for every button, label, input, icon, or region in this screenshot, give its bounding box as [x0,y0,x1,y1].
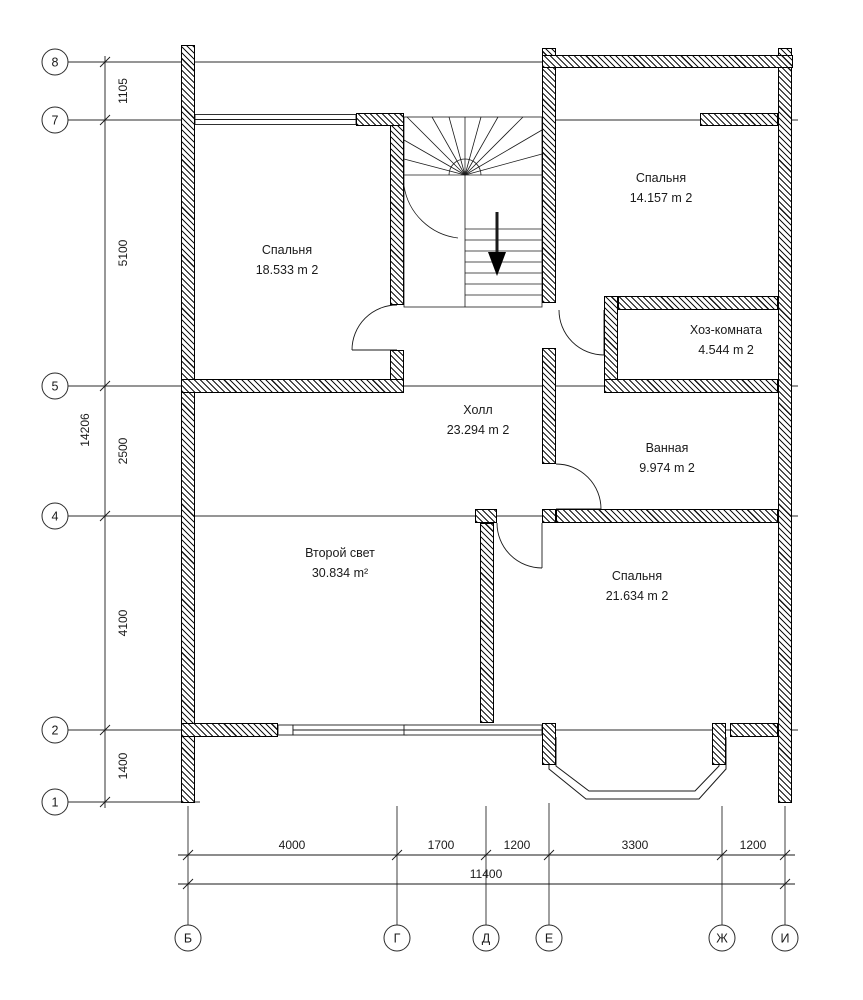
wall-row5-right [604,379,778,393]
room-name: Спальня [611,569,663,583]
wall-right [778,48,792,803]
door-bathroom [555,463,602,510]
axis-marker-col-b: Б [174,924,202,952]
room-name: Хоз-комната [689,323,763,337]
axis-marker-row-4: 4 [41,502,69,530]
axis-label: 2 [51,723,59,737]
room-area: 30.834 m² [311,566,369,580]
room-label-bedroom-1: Спальня 18.533 m 2 [256,240,319,280]
axis-label: 7 [51,113,59,127]
room-name: Спальня [635,171,687,185]
room-area: 23.294 m 2 [446,423,510,437]
dim-left-4100: 4100 [116,609,130,637]
dim-left-1400: 1400 [116,752,130,780]
wall-row2-right [730,723,778,737]
dim-bottom-1700: 1700 [427,838,455,852]
wall-utility-top [618,296,778,310]
door-bedroom-1 [351,304,398,351]
room-name: Второй свет [305,546,375,560]
dim-bottom-1200a: 1200 [503,838,531,852]
wall-left [181,45,195,803]
axis-marker-col-zh: Ж [708,924,736,952]
dim-left-2500: 2500 [116,437,130,465]
dim-left-1105: 1105 [116,78,130,104]
wall-row7-left [356,113,404,126]
wall-row2-left [181,723,278,737]
room-label-secondlight: Второй свет 30.834 m² [305,543,375,583]
axis-label: Е [544,931,554,945]
dim-left-5100: 5100 [116,239,130,267]
wall-center-block [542,509,556,523]
axis-marker-row-8: 8 [41,48,69,76]
axis-label: 5 [51,379,59,393]
axis-marker-row-1: 1 [41,788,69,816]
door-opening-bottom [277,724,294,736]
stair-direction-arrow-icon [488,212,506,276]
axis-marker-col-i: И [771,924,799,952]
axis-label: И [780,931,790,945]
room-name: Ванная [645,441,689,455]
axis-label: Г [393,931,401,945]
room-area: 14.157 m 2 [629,191,693,205]
room-area: 21.634 m 2 [605,589,669,603]
wall-row4-right [556,509,778,523]
dim-bottom-3300: 3300 [621,838,649,852]
window-top [194,114,357,125]
room-label-hall: Холл 23.294 m 2 [447,400,510,440]
axis-marker-row-5: 5 [41,372,69,400]
staircase [403,116,543,308]
bay-window [548,737,727,800]
room-label-bathroom: Ванная 9.974 m 2 [639,438,695,478]
wall-row4-stub [475,509,497,523]
windows [194,114,543,736]
wall-secondlight [480,523,494,723]
axis-label: 4 [51,509,59,523]
axis-marker-row-2: 2 [41,716,69,744]
dim-left-total: 14206 [78,413,92,447]
room-name: Холл [463,403,493,417]
room-label-bedroom-2: Спальня 14.157 m 2 [630,168,693,208]
room-name: Спальня [261,243,313,257]
door-bedroom-3 [496,522,543,569]
room-area: 4.544 m 2 [698,343,754,357]
wall-center-upper [542,48,556,303]
wall-utility-left [604,296,618,393]
dim-bottom-1200b: 1200 [739,838,767,852]
axis-marker-col-g: Г [383,924,411,952]
axis-label: 8 [51,55,59,69]
wall-center-middle [542,348,556,464]
axis-marker-row-7: 7 [41,106,69,134]
window-bottom-left [292,724,408,736]
wall-row7-right [700,113,778,126]
axis-marker-col-e: Е [535,924,563,952]
window-bottom-center [403,724,543,736]
axis-label: Ж [716,931,728,945]
door-utility-room [558,309,605,356]
dim-bottom-4000: 4000 [278,838,306,852]
wall-bay-stub-right [712,723,726,765]
room-label-utility: Хоз-комната 4.544 m 2 [690,320,762,360]
wall-bay-stub-left [542,723,556,765]
room-area: 9.974 m 2 [639,461,695,475]
dimension-lines [99,56,795,890]
wall-stair-left-upper [390,113,404,305]
axis-marker-col-d: Д [472,924,500,952]
wall-top [542,55,793,68]
axis-label: 1 [51,795,59,809]
axis-label: Д [481,931,491,945]
axis-label: Б [183,931,193,945]
room-label-bedroom-3: Спальня 21.634 m 2 [606,566,669,606]
room-area: 18.533 m 2 [255,263,319,277]
dim-bottom-total: 11400 [469,867,503,881]
wall-row5-left [181,379,404,393]
